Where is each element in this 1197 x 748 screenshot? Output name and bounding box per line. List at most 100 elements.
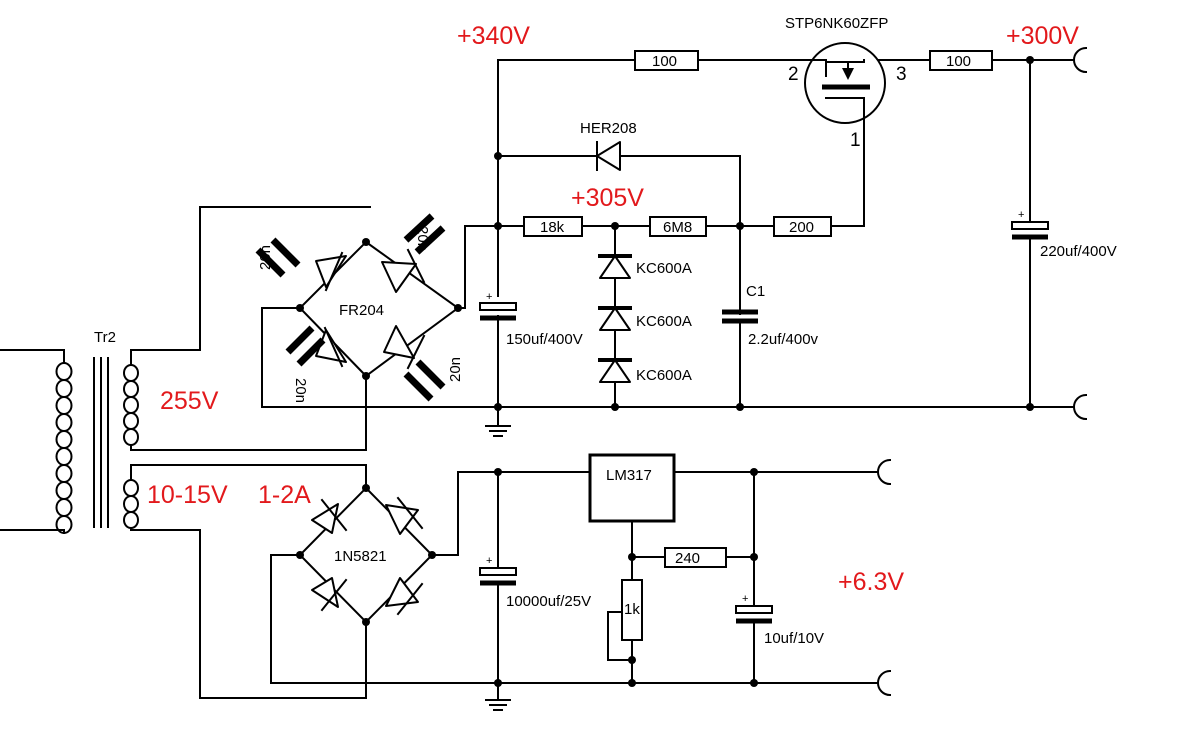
diode-her208-label: HER208 xyxy=(580,120,637,137)
resistor-1k-pot: 1k xyxy=(621,579,643,641)
junction xyxy=(362,618,370,626)
junction xyxy=(628,656,636,664)
polarity-plus: + xyxy=(742,593,748,605)
lv-diode-1 xyxy=(311,498,348,534)
zener-2: KC600A xyxy=(598,306,692,331)
capacitor-c1-value: 2.2uf/400v xyxy=(748,331,819,348)
diode-her208: HER208 xyxy=(580,120,637,171)
resistor-100-a: 100 xyxy=(634,50,699,71)
resistor-1k-label: 1k xyxy=(624,601,640,618)
transformer-label: Tr2 xyxy=(94,329,116,346)
mosfet-pin-2: 2 xyxy=(788,64,799,85)
capacitor-c1: C1 2.2uf/400v xyxy=(722,283,819,348)
snubber-cap-3 xyxy=(285,325,326,367)
resistor-100-b-label: 100 xyxy=(946,53,971,70)
snubber-cap-4 xyxy=(403,359,446,402)
cap-20n-label-4: 20n xyxy=(447,357,464,382)
junction xyxy=(736,403,744,411)
junction xyxy=(362,372,370,380)
ground-symbol-hv xyxy=(485,406,511,437)
capacitor-10uf: + 10uf/10V xyxy=(735,593,824,647)
polarity-plus: + xyxy=(486,555,492,567)
regulator-label: LM317 xyxy=(606,467,652,484)
resistor-18k-label: 18k xyxy=(540,219,565,236)
voltage-label-300v: +300V xyxy=(1006,22,1079,50)
hv-bridge-rectifier: FR204 20n 20n 20n 20n xyxy=(255,213,466,408)
regulator-lm317: LM317 xyxy=(588,453,676,523)
zener-1-label: KC600A xyxy=(636,260,692,277)
junction xyxy=(750,679,758,687)
resistor-6m8-label: 6M8 xyxy=(663,219,692,236)
zener-3: KC600A xyxy=(598,358,692,384)
hv-diode-2 xyxy=(381,248,426,293)
capacitor-150uf: + 150uf/400V xyxy=(479,291,583,348)
hv-wiring xyxy=(261,56,1071,427)
capacitor-c1-label: C1 xyxy=(746,283,765,300)
bridge-hv-label: FR204 xyxy=(339,302,384,319)
capacitor-220uf-label: 220uf/400V xyxy=(1040,243,1117,260)
resistor-240-label: 240 xyxy=(675,550,700,567)
lv-diode-4 xyxy=(385,577,424,616)
mosfet-stp6nk60zfp: STP6NK60ZFP 2 3 1 xyxy=(785,15,907,151)
mosfet-pin-3: 3 xyxy=(896,64,907,85)
resistor-200: 200 xyxy=(773,216,832,237)
resistor-6m8: 6M8 xyxy=(649,216,707,237)
zener-stack: KC600A KC600A KC600A xyxy=(598,254,692,408)
junction xyxy=(628,553,636,561)
secondary-winding-hv xyxy=(123,206,371,451)
output-terminal-lv-minus xyxy=(877,669,892,697)
resistor-240: 240 xyxy=(664,547,727,568)
bridge-lv-label: 1N5821 xyxy=(334,548,387,565)
hv-diode-3 xyxy=(315,326,347,368)
junction xyxy=(628,679,636,687)
lv-wiring xyxy=(270,468,875,699)
voltage-label-255v: 255V xyxy=(160,387,219,415)
secondary-winding-lv xyxy=(123,464,367,699)
primary-winding xyxy=(55,349,73,535)
mosfet-pin-1: 1 xyxy=(850,130,861,151)
ground-symbol-lv xyxy=(485,682,511,711)
cap-20n-label-1: 20n xyxy=(257,245,274,270)
junction xyxy=(736,222,744,230)
voltage-label-10-15v: 10-15V xyxy=(147,481,228,509)
snubber-cap-2 xyxy=(403,213,446,255)
capacitor-10000uf: + 10000uf/25V xyxy=(479,555,591,610)
output-terminal-hv-minus xyxy=(1073,393,1088,421)
junction xyxy=(428,551,436,559)
snubber-cap-1 xyxy=(255,237,301,278)
polarity-plus: + xyxy=(1018,209,1024,221)
transformer-tr2: Tr2 xyxy=(0,206,371,699)
junction xyxy=(494,468,502,476)
junction xyxy=(494,152,502,160)
lv-bridge-rectifier: 1N5821 xyxy=(270,471,459,684)
junction xyxy=(454,304,462,312)
junction xyxy=(296,304,304,312)
cap-20n-label-2: 20n xyxy=(414,226,431,251)
junction xyxy=(494,222,502,230)
polarity-plus: + xyxy=(486,291,492,303)
output-terminal-lv-plus xyxy=(877,458,892,486)
hv-diode-4 xyxy=(383,325,426,370)
voltage-label-340v: +340V xyxy=(457,22,530,50)
output-terminal-hv-plus xyxy=(1073,46,1088,74)
zener-1: KC600A xyxy=(598,254,692,279)
resistor-18k: 18k xyxy=(523,216,583,237)
transformer-core xyxy=(93,357,109,528)
voltage-label-305v: +305V xyxy=(571,184,644,212)
cap-20n-label-3: 20n xyxy=(292,378,309,403)
capacitor-150uf-label: 150uf/400V xyxy=(506,331,583,348)
junction xyxy=(750,553,758,561)
resistor-100-b: 100 xyxy=(929,50,993,71)
resistor-200-label: 200 xyxy=(789,219,814,236)
junction xyxy=(296,551,304,559)
hv-diode-1 xyxy=(315,251,347,292)
mosfet-label: STP6NK60ZFP xyxy=(785,15,888,32)
junction xyxy=(1026,403,1034,411)
junction xyxy=(750,468,758,476)
voltage-label-6-3v: +6.3V xyxy=(838,568,904,596)
zener-3-label: KC600A xyxy=(636,367,692,384)
zener-2-label: KC600A xyxy=(636,313,692,330)
junction xyxy=(1026,56,1034,64)
capacitor-220uf: + 220uf/400V xyxy=(1011,209,1117,260)
